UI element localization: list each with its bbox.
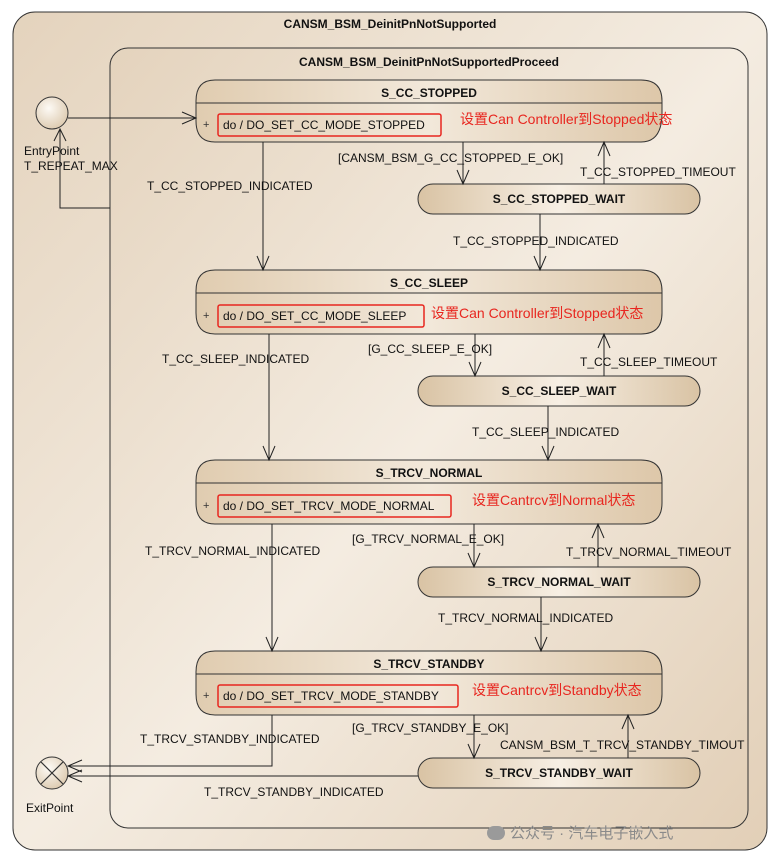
- state-cc-sleep[interactable]: [195, 269, 663, 335]
- inner-state-frame: [109, 47, 749, 829]
- entry-point-label: EntryPoint: [24, 144, 80, 158]
- state-title: S_TRCV_NORMAL_WAIT: [487, 575, 631, 589]
- state-cc-stopped-wait[interactable]: [417, 183, 701, 215]
- state-title: S_CC_SLEEP_WAIT: [501, 384, 617, 398]
- arrowhead: [66, 759, 83, 773]
- state-title: S_TRCV_NORMAL: [375, 466, 483, 480]
- transition-label: T_TRCV_STANDBY_INDICATED: [204, 785, 384, 799]
- transition-label: [G_CC_SLEEP_E_OK]: [368, 342, 493, 356]
- transition-label: T_TRCV_STANDBY_INDICATED: [140, 732, 320, 746]
- state-title: S_CC_STOPPED: [381, 86, 477, 100]
- arrowhead: [621, 713, 635, 730]
- state-trcv-standby[interactable]: [195, 650, 663, 716]
- arrowhead: [534, 636, 548, 653]
- arrowhead: [467, 743, 481, 760]
- transition-label: T_TRCV_NORMAL_TIMEOUT: [566, 545, 732, 559]
- activity-highlight-box: [217, 304, 425, 328]
- arrowhead: [597, 140, 611, 157]
- transition-repeat-loop: [59, 129, 110, 209]
- exit-point-icon[interactable]: [35, 756, 69, 790]
- transition-label: CANSM_BSM_T_TRCV_STANDBY_TIMOUT: [500, 738, 745, 752]
- wechat-icon: [487, 826, 505, 840]
- annotation-note: 设置Can Controller到Stopped状态: [460, 111, 673, 127]
- transition-label: T_TRCV_NORMAL_INDICATED: [438, 611, 614, 625]
- arrowhead: [53, 127, 67, 142]
- state-cc-sleep-wait[interactable]: [417, 375, 701, 407]
- state-trcv-normal[interactable]: [195, 459, 663, 525]
- state-activity: do / DO_SET_CC_MODE_SLEEP: [223, 309, 407, 323]
- activity-highlight-box: [217, 113, 442, 137]
- state-title: S_CC_SLEEP: [389, 276, 469, 290]
- activity-highlight-box: [217, 494, 452, 518]
- arrowhead: [591, 522, 605, 539]
- state-activity: do / DO_SET_TRCV_MODE_STANDBY: [223, 689, 439, 703]
- inner-state-title: CANSM_BSM_DeinitPnNotSupportedProceed: [298, 55, 560, 69]
- repeat-transition-label: T_REPEAT_MAX: [24, 159, 118, 173]
- transition-label: T_CC_SLEEP_TIMEOUT: [580, 355, 718, 369]
- transition-label: [G_TRCV_STANDBY_E_OK]: [352, 721, 509, 735]
- arrowhead: [181, 111, 198, 125]
- transition-label: [G_TRCV_NORMAL_E_OK]: [352, 532, 505, 546]
- transition-label: T_CC_SLEEP_INDICATED: [162, 352, 310, 366]
- arrowhead: [533, 255, 547, 272]
- entry-point-icon[interactable]: [35, 96, 69, 130]
- state-activity: do / DO_SET_TRCV_MODE_NORMAL: [223, 499, 435, 513]
- transition-standby-indicated-left: [68, 715, 273, 767]
- state-title: S_TRCV_STANDBY_WAIT: [485, 766, 633, 780]
- watermark-text: 公众号 · 汽车电子嵌入式: [487, 825, 673, 843]
- state-trcv-standby-wait[interactable]: [417, 757, 701, 789]
- transition-label: T_CC_STOPPED_INDICATED: [453, 234, 619, 248]
- arrowhead: [456, 169, 470, 186]
- state-trcv-normal-wait[interactable]: [417, 566, 701, 598]
- state-title: S_TRCV_STANDBY: [373, 657, 485, 671]
- outer-state-title: CANSM_BSM_DeinitPnNotSupported: [283, 17, 497, 31]
- transition-label: T_CC_STOPPED_TIMEOUT: [580, 165, 736, 179]
- expand-plus-icon[interactable]: +: [203, 310, 210, 322]
- transition-label: T_TRCV_NORMAL_INDICATED: [145, 544, 321, 558]
- arrowhead: [262, 445, 276, 462]
- expand-plus-icon[interactable]: +: [203, 690, 210, 702]
- arrowhead: [541, 445, 555, 462]
- annotation-note: 设置Cantrcv到Standby状态: [472, 682, 642, 698]
- arrowhead: [66, 769, 83, 783]
- annotation-note: 设置Cantrcv到Normal状态: [472, 492, 636, 508]
- state-activity: do / DO_SET_CC_MODE_STOPPED: [223, 118, 425, 132]
- expand-plus-icon[interactable]: +: [203, 119, 210, 131]
- arrowhead: [597, 332, 611, 349]
- arrowhead: [256, 255, 270, 272]
- state-title: S_CC_STOPPED_WAIT: [492, 192, 626, 206]
- expand-plus-icon[interactable]: +: [203, 500, 210, 512]
- transition-label: T_CC_SLEEP_INDICATED: [472, 425, 620, 439]
- arrowhead: [468, 361, 482, 378]
- transition-label: [CANSM_BSM_G_CC_STOPPED_E_OK]: [338, 151, 564, 165]
- state-cc-stopped[interactable]: [195, 79, 663, 143]
- annotation-note: 设置Can Controller到Stopped状态: [431, 305, 644, 321]
- activity-highlight-box: [217, 684, 459, 708]
- exit-point-label: ExitPoint: [26, 801, 74, 815]
- arrowhead: [265, 636, 279, 653]
- transition-label: T_CC_STOPPED_INDICATED: [147, 179, 313, 193]
- arrowhead: [467, 552, 481, 569]
